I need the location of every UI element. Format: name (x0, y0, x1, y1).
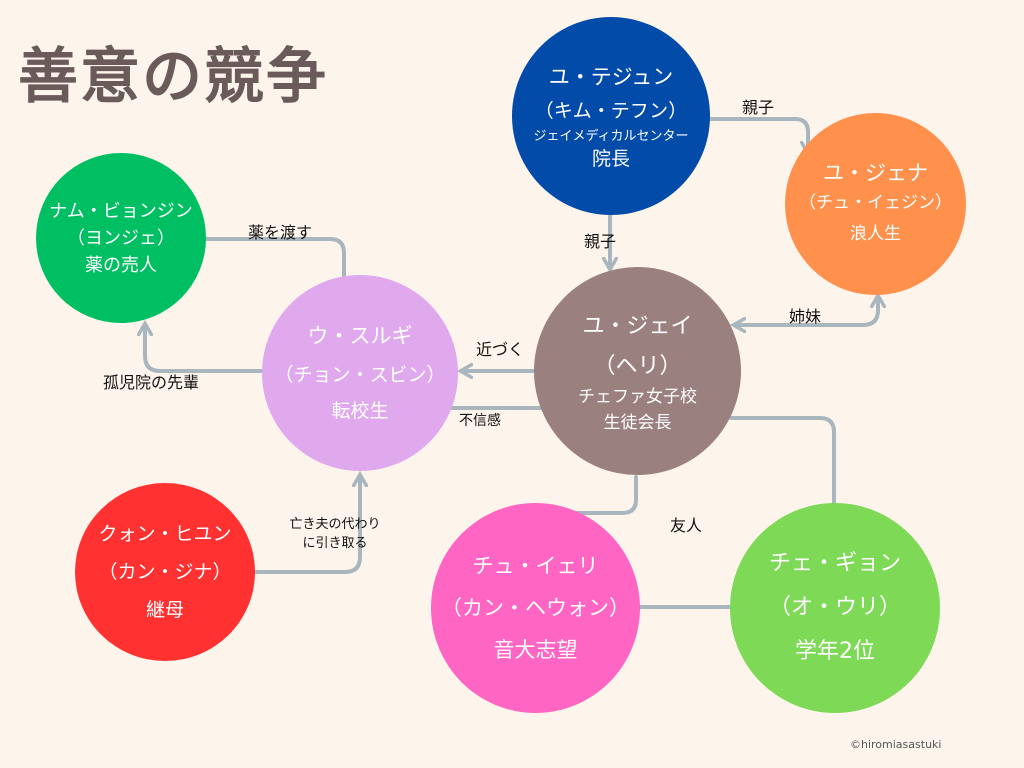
label-orphanage: 孤児院の先輩 (102, 373, 200, 392)
diagram-title: 善意の競争 (18, 42, 328, 112)
label-drugs: 薬を渡す (247, 223, 313, 242)
node-jena: ユ・ジェナ （チュ・イェジン） 浪人生 (785, 113, 966, 295)
label-sisters: 姉妹 (788, 307, 822, 326)
node-name: チェ・ギョン (768, 551, 901, 576)
label-parent-jena: 親子 (741, 98, 775, 117)
node-name: ユ・ジェナ (823, 161, 928, 186)
node-role: チェファ女子校 (578, 387, 697, 408)
node-name: ウ・スルギ (307, 323, 413, 348)
node-name: ユ・ジェイ (582, 313, 693, 339)
node-name: ユ・テジュン (548, 65, 674, 90)
label-friends: 友人 (669, 516, 703, 535)
node-name: クォン・ヒユン (98, 523, 232, 545)
label-adopt: 亡き夫の代わり に引き取る (289, 516, 380, 554)
label-parent-jei: 親子 (583, 232, 617, 251)
node-actor: （カン・ヘウォン） (441, 596, 630, 620)
node-jei: ユ・ジェイ （ヘリ） チェファ女子校 生徒会長 (534, 267, 741, 475)
node-role: 継母 (145, 599, 184, 621)
node-actor: （カン・ジナ） (98, 561, 232, 583)
label-approach: 近づく (475, 340, 525, 359)
node-actor: （オ・ウリ） (768, 595, 901, 620)
node-byeongjin: ナム・ビョンジン （ヨンジェ） 薬の売人 (36, 153, 206, 323)
link-drugs (204, 237, 344, 305)
node-gyeong: チェ・ギョン （オ・ウリ） 学年2位 (730, 503, 940, 713)
node-role: 薬の売人 (85, 254, 157, 276)
node-yeri: チュ・イェリ （カン・ヘウォン） 音大志望 (431, 503, 640, 713)
node-seulgi: ウ・スルギ （チョン・スビン） 転校生 (262, 275, 458, 471)
label-distrust: 不信感 (459, 413, 501, 429)
label-adopt-line2: に引き取る (302, 536, 368, 551)
label-adopt-line1: 亡き夫の代わり (289, 517, 381, 533)
node-role: 院長 (591, 147, 630, 170)
node-role: 音大志望 (493, 638, 578, 662)
link-sisters (735, 297, 878, 325)
node-actor: （チョン・スビン） (274, 363, 446, 386)
link-jei-gyeong (729, 416, 836, 505)
node-actor: （ヘリ） (593, 353, 682, 379)
node-actor: （チュ・イェジン） (799, 193, 952, 214)
link-adopt (252, 476, 360, 574)
node-role: ジェイメディカルセンター (533, 129, 689, 145)
node-name: チュ・イェリ (472, 554, 599, 578)
node-role: 生徒会長 (603, 412, 672, 433)
link-orphanage (145, 325, 264, 373)
node-role: 浪人生 (850, 223, 901, 244)
node-taejun: ユ・テジュン （キム・テフン） ジェイメディカルセンター 院長 (512, 17, 710, 215)
credit: ©hiromiasastuki (850, 738, 942, 751)
node-name: ナム・ビョンジン (49, 200, 193, 222)
node-role: 転校生 (331, 399, 389, 422)
node-hyeyun: クォン・ヒユン （カン・ジナ） 継母 (75, 483, 255, 661)
link-parent-jena (708, 117, 808, 152)
node-actor: （キム・テフン） (534, 99, 688, 122)
node-actor: （ヨンジェ） (67, 227, 175, 249)
node-role: 学年2位 (795, 639, 875, 664)
